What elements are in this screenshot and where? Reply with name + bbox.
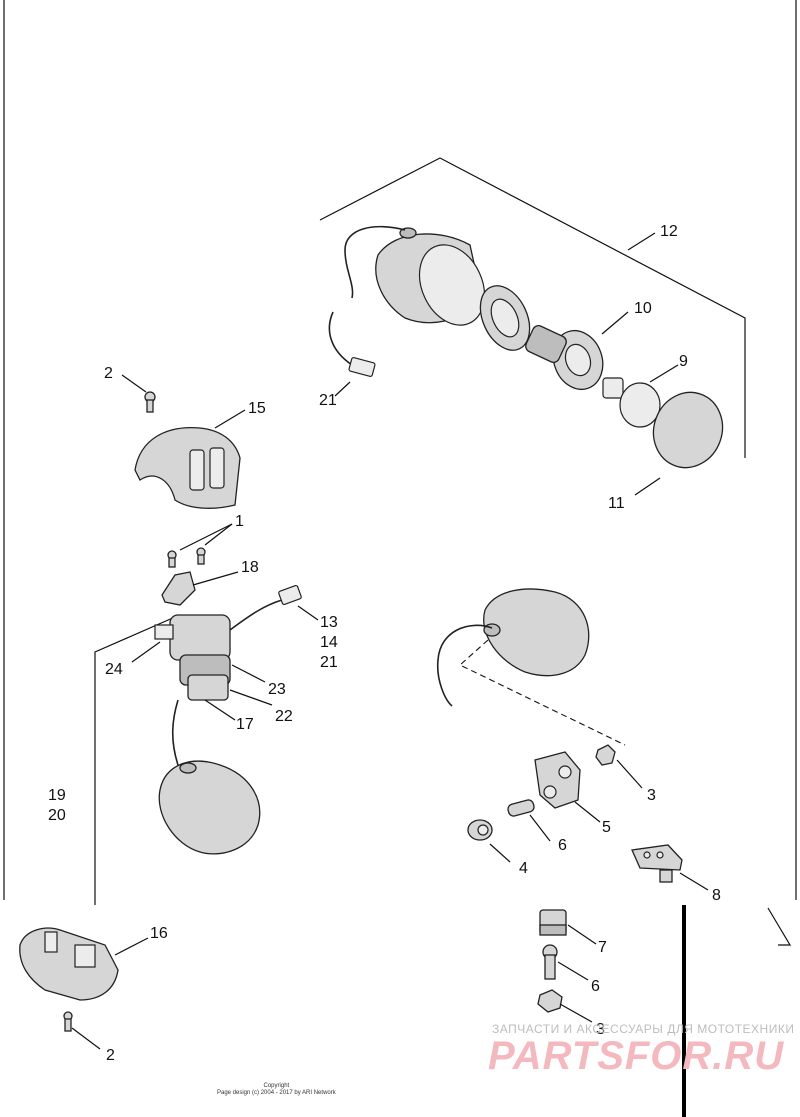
- bracket-18: [161, 571, 196, 606]
- watermark-tagline: ЗАПЧАСТИ И АКСЕССУАРЫ ДЛЯ МОТОТЕХНИКИ: [492, 1022, 795, 1036]
- bracket-19-20: [94, 616, 176, 905]
- callout-6-top: 6: [558, 837, 567, 854]
- bracket-right-stub: [767, 907, 792, 946]
- callout-4: 4: [519, 860, 528, 877]
- callout-2-bottom: 2: [106, 1047, 115, 1064]
- switch-housing-upper-15: [134, 426, 241, 509]
- callout-16: 16: [150, 925, 168, 942]
- nut-3-bottom: [537, 989, 563, 1013]
- callout-9: 9: [679, 353, 688, 370]
- callout-8: 8: [712, 887, 721, 904]
- copyright-notice: Copyright Page design (c) 2004 - 2017 by…: [217, 1083, 336, 1097]
- callout-3-bottom: 3: [596, 1021, 605, 1038]
- bracket-12: [319, 157, 746, 458]
- callout-21-top: 21: [319, 392, 337, 409]
- plate-8: [631, 844, 683, 883]
- callout-14: 14: [320, 634, 338, 651]
- callout-11: 11: [608, 495, 625, 512]
- callout-1: 1: [235, 513, 244, 530]
- pin-6-top: [507, 799, 535, 817]
- harness-13-14-21: [229, 584, 302, 631]
- callout-18: 18: [241, 559, 259, 576]
- callout-7: 7: [598, 939, 607, 956]
- screw-2-top: [144, 391, 156, 413]
- callout-10: 10: [634, 300, 652, 317]
- pin-6-bottom: [542, 944, 558, 980]
- switch-housing-lower-16: [19, 927, 119, 1001]
- turn-signal-lower-left: [158, 760, 261, 855]
- turn-signal-housing: [375, 227, 486, 326]
- bulb-9: [602, 377, 661, 428]
- mount-bracket-5: [534, 751, 581, 809]
- callout-5: 5: [602, 819, 611, 836]
- switch-assembly-23-22-17: [154, 614, 231, 701]
- callout-19: 19: [48, 787, 66, 804]
- assembly-axis-dashed: [459, 639, 626, 746]
- housing-wire: [344, 225, 406, 299]
- callout-6-bottom: 6: [591, 978, 600, 995]
- callout-3-top: 3: [647, 787, 656, 804]
- callout-24: 24: [105, 661, 123, 678]
- callout-17: 17: [236, 716, 254, 733]
- switch-wire-lower: [171, 699, 179, 766]
- connector-21-top: [328, 311, 376, 378]
- lamp-gasket: [479, 285, 531, 351]
- copyright-line-2: Page design (c) 2004 - 2017 by ARI Netwo…: [217, 1090, 336, 1096]
- nut-3-top: [595, 744, 616, 766]
- leader-lines: [71, 232, 709, 1050]
- copyright-line-1: Copyright: [263, 1083, 290, 1089]
- watermark-logo-text: PARTSFOR.RU: [488, 1034, 785, 1078]
- screws-1: [167, 547, 206, 568]
- lens-11: [652, 391, 724, 469]
- callout-2-top: 2: [104, 365, 113, 382]
- grommet-4: [467, 819, 493, 841]
- fitting-7: [539, 909, 567, 936]
- bulb-socket-10: [525, 325, 604, 391]
- callout-12: 12: [660, 223, 678, 240]
- callout-20: 20: [48, 807, 66, 824]
- callout-13: 13: [320, 614, 338, 631]
- callout-21-mid: 21: [320, 654, 338, 671]
- turn-signal-right: [483, 588, 590, 677]
- screw-2-bottom: [63, 1011, 73, 1032]
- callout-15: 15: [248, 400, 266, 417]
- right-signal-wire: [436, 624, 493, 707]
- callout-23: 23: [268, 681, 286, 698]
- callout-22: 22: [275, 708, 293, 725]
